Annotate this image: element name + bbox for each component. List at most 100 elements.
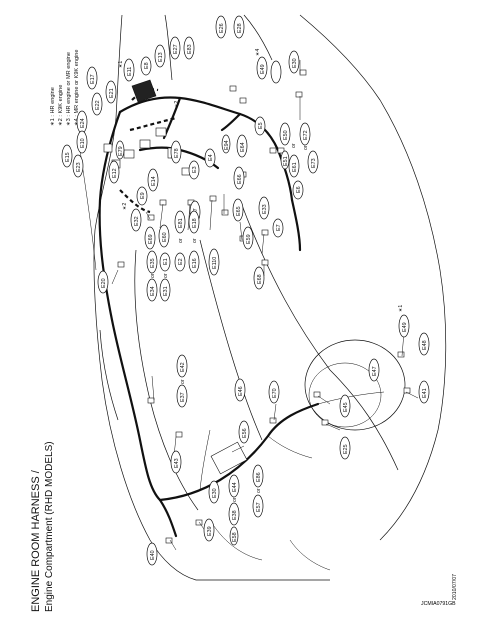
svg-text:E72: E72	[303, 130, 309, 140]
svg-text:E34: E34	[150, 286, 156, 296]
label-e10: E10	[76, 130, 88, 154]
label-e61: E61	[288, 154, 300, 178]
svg-text:E23: E23	[76, 162, 82, 172]
svg-text:E32: E32	[134, 216, 140, 226]
diagram-subtitle: Engine Compartment (RHD MODELS)	[44, 441, 55, 612]
svg-text:E94: E94	[224, 140, 230, 150]
label-e8: E8	[140, 56, 152, 76]
label-e12: E12	[108, 160, 120, 184]
label-e69: E69	[144, 226, 156, 250]
svg-text:E12: E12	[112, 168, 118, 178]
note-2: ∗2 : K9K engine	[58, 85, 64, 126]
svg-text:E1: E1	[163, 258, 169, 265]
figure-code: JCMIA0791GB	[421, 601, 456, 607]
svg-text:E48: E48	[422, 340, 428, 350]
label-e66: E66	[233, 166, 245, 190]
note-markers: ∗1 ∗2 ∗2 ∗4 ∗1	[118, 49, 404, 312]
label-e86: E86	[252, 464, 264, 488]
label-e24: E24	[76, 110, 88, 134]
svg-text:E65: E65	[236, 206, 242, 216]
label-e51: E51	[280, 150, 290, 170]
svg-text:or: or	[303, 145, 309, 150]
svg-text:E5: E5	[258, 122, 264, 129]
vehicle-outline	[79, 14, 447, 581]
label-e27: E27	[169, 36, 181, 60]
label-e23: E23	[72, 154, 84, 178]
svg-text:E38: E38	[232, 510, 238, 520]
svg-text:E6: E6	[296, 186, 302, 193]
label-e43: E43	[170, 450, 182, 474]
svg-text:E70: E70	[272, 388, 278, 398]
svg-text:∗2: ∗2	[174, 101, 180, 108]
label-e68: E68	[253, 266, 265, 290]
svg-text:E8: E8	[144, 62, 150, 69]
svg-text:E68: E68	[257, 274, 263, 284]
svg-text:E9: E9	[140, 192, 146, 199]
label-e30-bottom: E30	[208, 480, 220, 504]
label-e38: E38	[228, 502, 240, 526]
svg-text:E37: E37	[180, 392, 186, 402]
svg-text:∗1: ∗1	[398, 305, 404, 312]
label-e5: E5	[254, 116, 266, 136]
label-e60: E60	[158, 224, 170, 248]
label-e4: E4	[204, 148, 216, 168]
svg-text:E47: E47	[372, 366, 378, 376]
diagram-title: ENGINE ROOM HARNESS /	[30, 469, 42, 612]
label-e26: E26	[215, 15, 227, 39]
label-e78: E78	[170, 140, 182, 164]
label-e53	[270, 60, 282, 84]
svg-text:E22: E22	[95, 100, 101, 110]
svg-text:E86: E86	[256, 472, 262, 482]
svg-text:E20: E20	[101, 278, 107, 288]
svg-text:E56: E56	[242, 428, 248, 438]
svg-text:E51: E51	[283, 156, 289, 166]
svg-text:E66: E66	[237, 174, 243, 184]
note-4: ∗4 : MR engine or K9K engine	[74, 49, 80, 126]
note-3: ∗3 : HR engine or MR engine	[66, 52, 72, 126]
svg-text:∗1: ∗1	[118, 61, 124, 68]
svg-text:∗2: ∗2	[122, 203, 128, 210]
svg-text:E45: E45	[343, 402, 349, 412]
label-e110: E110	[208, 248, 220, 276]
date-code: 2010/07/07	[452, 574, 458, 600]
label-e33: E33	[258, 196, 270, 220]
svg-text:or: or	[291, 143, 297, 148]
svg-text:or: or	[180, 379, 186, 384]
label-e34: E34	[146, 278, 158, 302]
label-e70: E70	[268, 380, 280, 404]
label-e73: E73	[307, 150, 319, 174]
svg-text:E50: E50	[283, 130, 289, 140]
svg-text:E15: E15	[65, 152, 71, 162]
svg-text:E25: E25	[343, 444, 349, 454]
svg-text:E46: E46	[238, 386, 244, 396]
svg-text:E58: E58	[232, 532, 238, 542]
svg-text:or: or	[256, 488, 262, 493]
svg-text:or: or	[163, 273, 169, 278]
svg-text:∗4: ∗4	[255, 49, 261, 56]
label-e83: E83	[183, 36, 195, 60]
svg-text:E18: E18	[192, 218, 198, 228]
label-e13: E13	[154, 44, 166, 68]
label-e16: E16	[188, 250, 200, 274]
label-e32: E32	[130, 208, 142, 232]
svg-text:E26: E26	[219, 23, 225, 33]
label-e15: E15	[61, 144, 73, 168]
svg-text:E30: E30	[212, 488, 218, 498]
svg-text:E83: E83	[187, 44, 193, 54]
svg-text:E59: E59	[246, 234, 252, 244]
svg-text:E10: E10	[80, 138, 86, 148]
label-e50: E50	[279, 122, 291, 146]
svg-text:E60: E60	[162, 232, 168, 242]
svg-text:or: or	[192, 238, 198, 243]
label-e44: E44	[228, 474, 240, 498]
label-e65: E65	[232, 198, 244, 222]
label-e25: E25	[339, 436, 351, 460]
svg-text:E3: E3	[192, 166, 198, 173]
label-e47: E47	[368, 358, 380, 382]
label-e79: E79	[115, 140, 125, 160]
svg-text:E31: E31	[163, 286, 169, 296]
svg-text:E27: E27	[173, 44, 179, 54]
svg-text:E21: E21	[109, 88, 115, 98]
label-e72: E72	[299, 122, 311, 146]
